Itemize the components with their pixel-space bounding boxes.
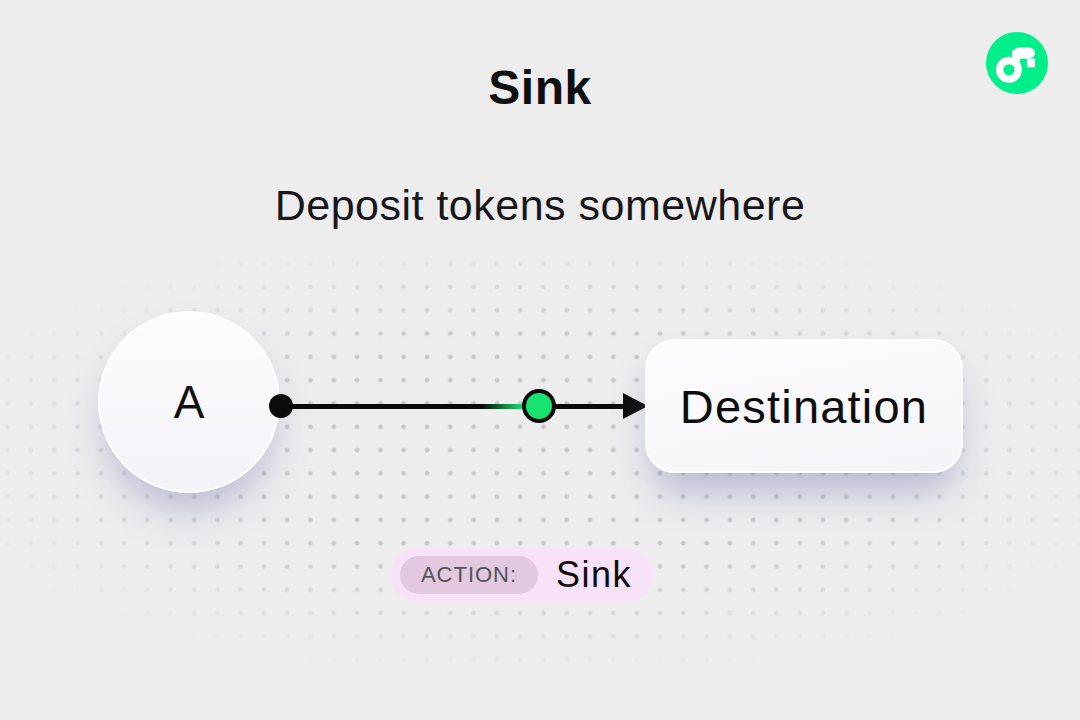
token-dot	[522, 389, 556, 423]
action-pill: ACTION: Sink	[390, 548, 654, 602]
flow-logo-icon	[986, 32, 1048, 94]
connector-start-dot	[269, 394, 293, 418]
action-value: Sink	[556, 554, 632, 596]
connector-gradient	[482, 404, 524, 409]
connector-line	[281, 404, 632, 409]
source-node: A	[98, 311, 280, 493]
page-subtitle: Deposit tokens somewhere	[0, 181, 1080, 230]
page-title: Sink	[0, 60, 1080, 115]
destination-node-label: Destination	[680, 379, 928, 434]
action-badge: ACTION:	[400, 556, 538, 594]
source-node-label: A	[174, 375, 205, 429]
destination-node: Destination	[645, 339, 963, 473]
